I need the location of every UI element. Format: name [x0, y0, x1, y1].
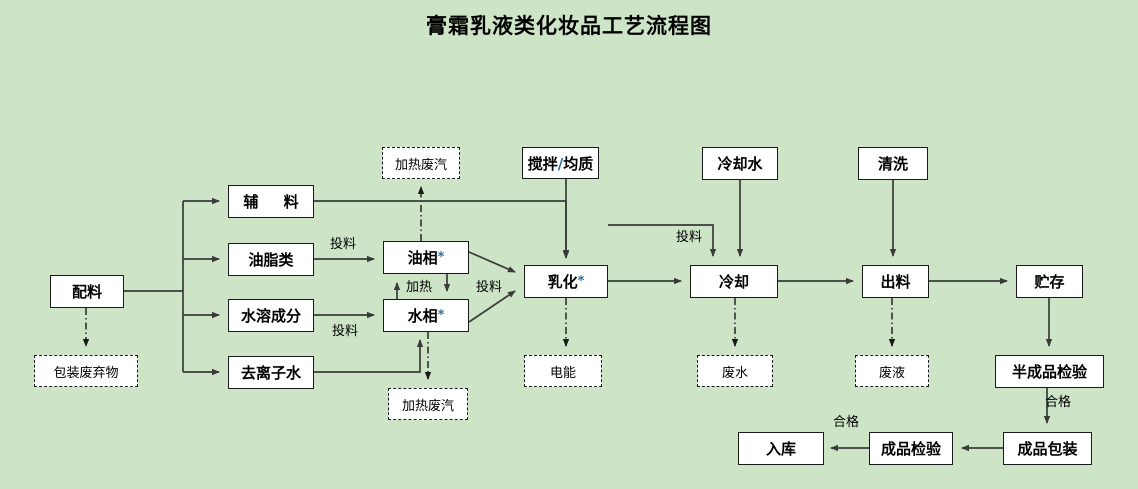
node-label: 贮存 [1034, 273, 1065, 291]
node-fuliao[interactable]: 辅 料 [228, 185, 314, 218]
node-label: 包装废弃物 [53, 365, 119, 381]
node-jiaoban[interactable]: 搅拌/均质 [522, 147, 599, 179]
page-title: 膏霜乳液类化妆品工艺流程图 [426, 13, 712, 38]
node-label: 去离子水 [240, 364, 301, 382]
node-label: 废水 [721, 365, 748, 381]
key-process-star-icon: * [577, 274, 585, 289]
node-ruku[interactable]: 入库 [738, 432, 824, 465]
node-chuliao[interactable]: 出料 [862, 265, 929, 298]
node-label: 油相 [407, 249, 438, 267]
node-qulizishui[interactable]: 去离子水 [228, 356, 314, 389]
node-chengpinbaozhuang[interactable]: 成品包装 [1003, 432, 1092, 465]
node-label: 清洗 [877, 155, 908, 173]
node-label: 废液 [878, 365, 905, 381]
node-label: 成品包装 [1017, 440, 1078, 458]
node-shuirong[interactable]: 水溶成分 [228, 299, 314, 332]
edge-label-hege-1: 合格 [1045, 395, 1072, 410]
node-banchengpin[interactable]: 半成品检验 [995, 355, 1104, 388]
node-lengque[interactable]: 冷却 [690, 265, 778, 298]
node-label: 加热废汽 [401, 398, 454, 414]
node-feishui[interactable]: 废水 [697, 355, 773, 387]
edge-label-hege-2: 合格 [833, 415, 860, 430]
edge-label-touliao-3: 投料 [476, 280, 503, 295]
node-label: 半成品检验 [1011, 363, 1087, 381]
node-label: 入库 [765, 440, 796, 458]
node-ruhua[interactable]: 乳化* [524, 265, 608, 298]
node-diangneng[interactable]: 电能 [524, 355, 602, 387]
node-feiye[interactable]: 废液 [855, 355, 929, 387]
node-jiare-fq-bot[interactable]: 加热废汽 [388, 388, 468, 420]
node-label: 冷却水 [717, 155, 763, 173]
node-qingxi[interactable]: 清洗 [858, 147, 928, 180]
node-label: 搅拌/均质 [527, 154, 594, 173]
node-label: 辅 料 [243, 193, 309, 211]
node-label: 冷却 [718, 273, 749, 291]
node-label: 成品检验 [880, 440, 941, 458]
node-peiliao[interactable]: 配料 [50, 275, 124, 308]
node-label: 油脂类 [248, 251, 294, 269]
node-label: 加热废汽 [394, 157, 447, 173]
node-baozhuang-fqw[interactable]: 包装废弃物 [34, 355, 138, 387]
edge-label-touliao-4: 投料 [676, 230, 703, 245]
node-chengpinjianyan[interactable]: 成品检验 [869, 432, 953, 465]
node-label: 水相 [407, 307, 438, 325]
key-process-star-icon: * [437, 308, 445, 323]
edge-label-touliao-1: 投料 [330, 237, 357, 252]
node-zhucun[interactable]: 贮存 [1016, 265, 1083, 298]
node-shuixiang[interactable]: 水相* [383, 299, 469, 332]
edge-label-jiare: 加热 [406, 280, 433, 295]
node-label: 电能 [549, 365, 576, 381]
key-process-star-icon: * [437, 250, 445, 265]
node-label: 水溶成分 [240, 307, 301, 325]
node-label: 配料 [71, 283, 102, 301]
node-label: 出料 [880, 273, 911, 291]
node-lengqueshui[interactable]: 冷却水 [702, 147, 778, 180]
node-label: 乳化 [547, 273, 578, 291]
node-youxiang[interactable]: 油相* [383, 241, 469, 274]
node-youzhilei[interactable]: 油脂类 [228, 243, 314, 276]
node-jiare-fq-top[interactable]: 加热废汽 [382, 147, 460, 179]
edge-label-touliao-2: 投料 [332, 324, 359, 339]
